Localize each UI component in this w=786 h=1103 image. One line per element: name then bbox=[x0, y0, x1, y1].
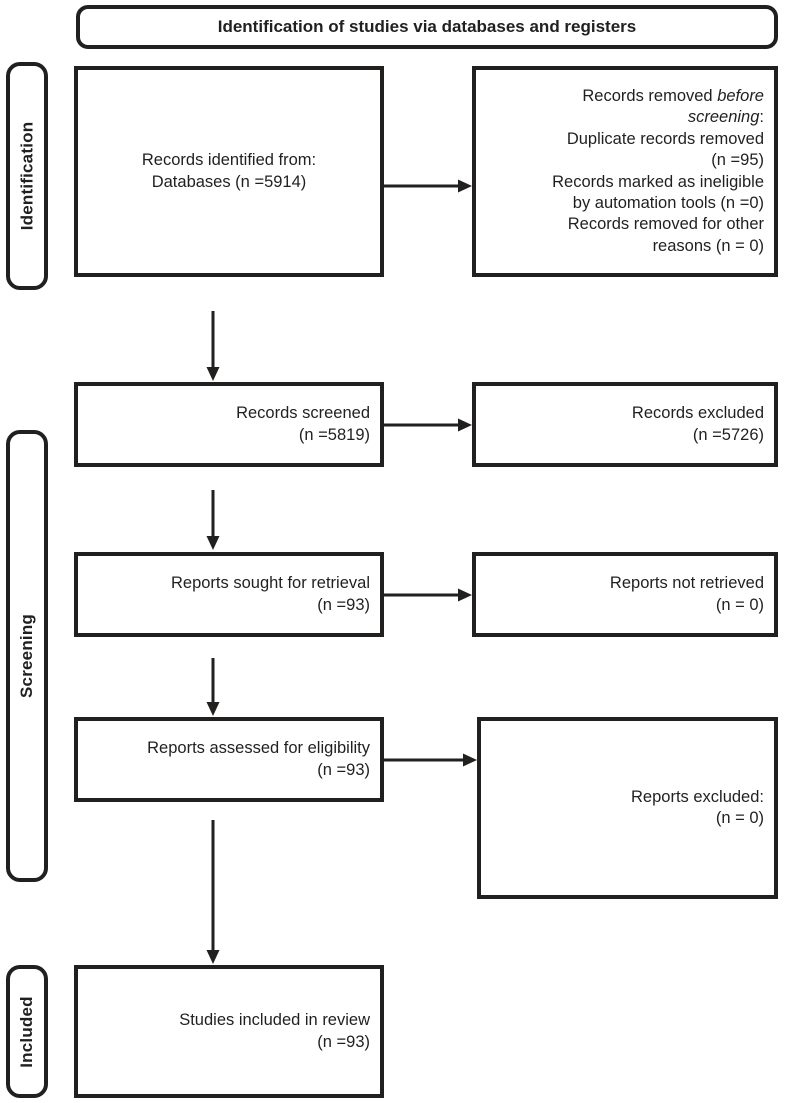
box-reports-sought: Reports sought for retrieval (n =93) bbox=[74, 552, 384, 637]
box-records-removed-text: Records removed before screening: Duplic… bbox=[486, 86, 764, 258]
box-records-removed: Records removed before screening: Duplic… bbox=[472, 66, 778, 277]
box-reports-sought-text: Reports sought for retrieval (n =93) bbox=[170, 574, 370, 614]
arrow-reports-sought-to-reports-assessed bbox=[204, 658, 222, 718]
arrow-reports-sought-to-not-retrieved bbox=[382, 587, 474, 603]
box-records-screened-text: Records screened (n =5819) bbox=[236, 404, 370, 444]
box-reports-assessed-text: Reports assessed for eligibility (n =93) bbox=[147, 739, 370, 779]
box-reports-not-retrieved: Reports not retrieved (n = 0) bbox=[472, 552, 778, 637]
box-records-identified-text: Records identified from: Databases (n =5… bbox=[141, 151, 317, 191]
records-removed-line1-italic: before bbox=[717, 86, 764, 105]
phase-label-included-text: Included bbox=[17, 995, 36, 1068]
box-reports-assessed: Reports assessed for eligibility (n =93) bbox=[74, 717, 384, 802]
box-records-screened: Records screened (n =5819) bbox=[74, 382, 384, 467]
phase-label-screening-text: Screening bbox=[17, 614, 36, 698]
arrow-screened-to-excluded bbox=[382, 417, 474, 433]
arrow-screened-to-reports-sought bbox=[204, 490, 222, 552]
box-studies-included-text: Studies included in review (n =93) bbox=[179, 1011, 370, 1051]
phase-label-identification: Identification bbox=[6, 62, 48, 290]
box-records-excluded-text: Records excluded (n =5726) bbox=[631, 404, 764, 444]
box-reports-excluded-text: Reports excluded: (n = 0) bbox=[631, 787, 764, 827]
box-records-identified: Records identified from: Databases (n =5… bbox=[74, 66, 384, 277]
page-title: Identification of studies via databases … bbox=[217, 17, 637, 36]
records-removed-rest: Duplicate records removed (n =95) Record… bbox=[552, 129, 764, 255]
phase-label-screening: Screening bbox=[6, 430, 48, 882]
arrow-identified-to-removed bbox=[382, 178, 474, 194]
box-reports-excluded: Reports excluded: (n = 0) bbox=[477, 717, 778, 899]
box-reports-not-retrieved-text: Reports not retrieved (n = 0) bbox=[609, 574, 764, 614]
diagram-title-banner: Identification of studies via databases … bbox=[76, 5, 778, 49]
records-removed-line1-prefix: Records removed bbox=[582, 86, 718, 105]
records-removed-line2-suffix: : bbox=[759, 108, 764, 127]
box-studies-included: Studies included in review (n =93) bbox=[74, 965, 384, 1098]
records-removed-line2-italic: screening bbox=[687, 108, 760, 127]
box-records-excluded: Records excluded (n =5726) bbox=[472, 382, 778, 467]
arrow-identified-to-screened bbox=[204, 311, 222, 383]
arrow-reports-assessed-to-studies-included bbox=[204, 820, 222, 966]
phase-label-included: Included bbox=[6, 965, 48, 1098]
arrow-reports-assessed-to-reports-excluded bbox=[382, 752, 479, 768]
phase-label-identification-text: Identification bbox=[17, 121, 37, 231]
